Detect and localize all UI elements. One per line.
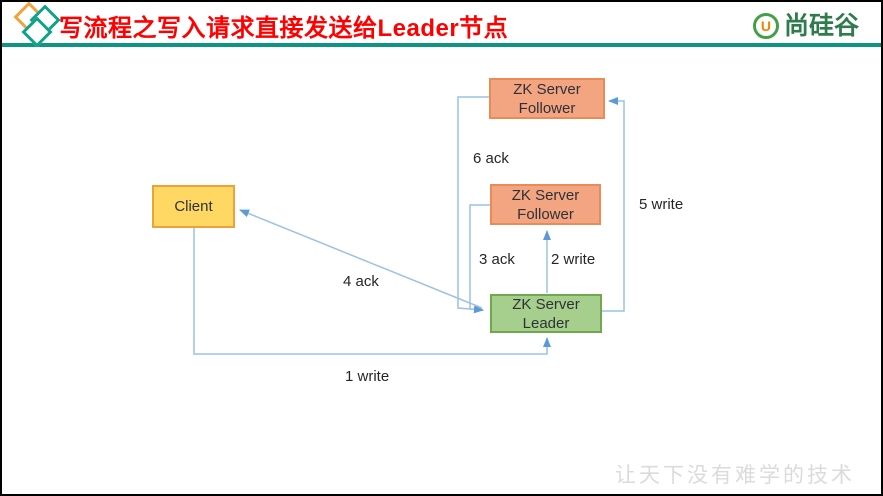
arrow-4-ack (239, 209, 483, 309)
header: 写流程之写入请求直接发送给Leader节点 U 尚硅谷 (2, 2, 881, 48)
node-client: Client (152, 185, 235, 228)
brand-name: 尚硅谷 (783, 11, 859, 40)
label-2-write: 2 write (551, 251, 596, 268)
brand-logo: U 尚硅谷 (752, 11, 859, 40)
arrow-6-ack (457, 96, 489, 314)
node-label: Follower (518, 99, 576, 117)
node-zk-follower-top: ZK Server Follower (489, 78, 605, 119)
node-label: ZK Server (512, 295, 580, 313)
node-label: Follower (517, 205, 574, 223)
label-4-ack: 4 ack (343, 273, 379, 290)
node-label: ZK Server (511, 186, 580, 204)
label-5-write: 5 write (639, 196, 684, 213)
watermark: 让天下没有难学的技术 (615, 463, 855, 487)
label-3-ack: 3 ack (479, 251, 515, 268)
arrow-1-write (193, 228, 551, 355)
arrow-5-write (602, 97, 625, 312)
label-1-write: 1 write (345, 368, 390, 385)
slide-title: 写流程之写入请求直接发送给Leader节点 (59, 15, 509, 42)
node-label: ZK Server (513, 80, 581, 98)
brand-u-icon: U (752, 13, 779, 39)
node-label: Leader (522, 314, 570, 332)
label-6-ack: 6 ack (473, 150, 509, 167)
node-zk-follower-mid: ZK Server Follower (490, 184, 601, 225)
header-divider (2, 43, 881, 47)
node-label: Client (174, 198, 213, 215)
node-zk-leader: ZK Server Leader (490, 294, 602, 333)
